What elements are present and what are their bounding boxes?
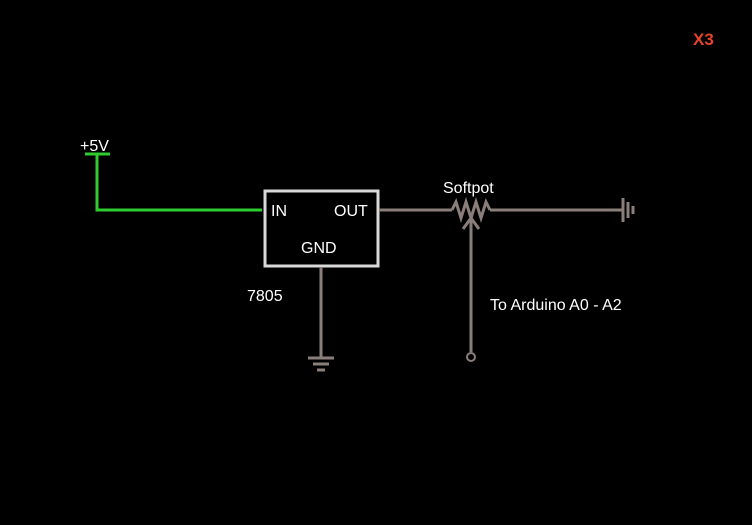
supply-label: +5V [80, 138, 109, 155]
wiper-note: To Arduino A0 - A2 [490, 297, 622, 314]
regulator-ground [308, 267, 334, 372]
multiplier-label: X3 [693, 30, 714, 49]
softpot-ground [490, 198, 635, 222]
softpot-label: Softpot [443, 180, 494, 197]
softpot-wiper-arrow-icon [461, 215, 481, 230]
regulator-part-number: 7805 [247, 288, 283, 305]
supply-wire [95, 154, 262, 212]
voltage-regulator: IN OUT GND 7805 [247, 189, 380, 305]
regulator-pin-gnd: GND [301, 240, 337, 257]
wiper-terminal-icon [466, 352, 476, 362]
regulator-pin-in: IN [271, 203, 287, 220]
regulator-pin-out: OUT [334, 203, 368, 220]
supply-terminal: +5V [80, 138, 110, 156]
softpot-potentiometer: Softpot [443, 180, 494, 362]
regulator-body [263, 189, 380, 268]
